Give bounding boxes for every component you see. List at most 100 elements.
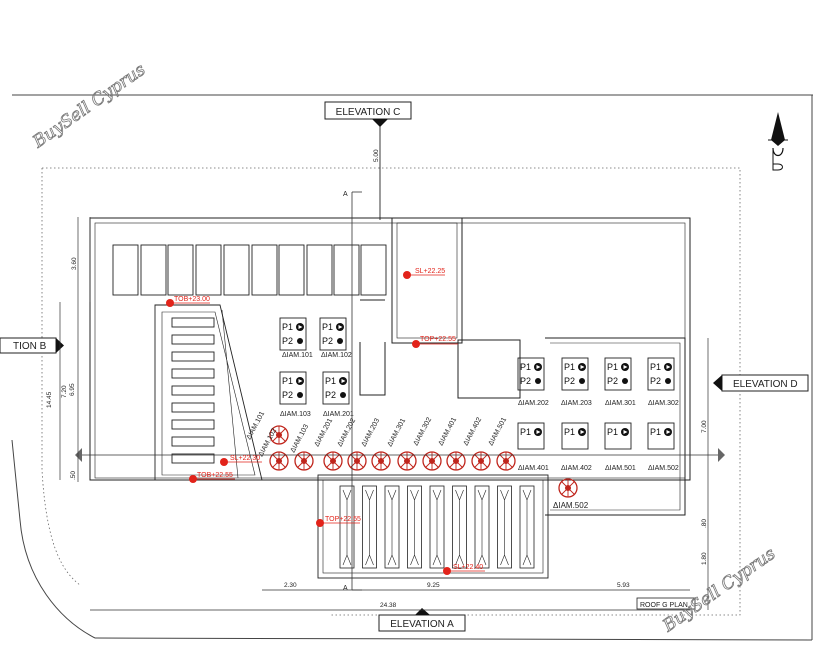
section-line-a xyxy=(80,191,720,591)
meter-label-202: ΔIAM.202 xyxy=(518,400,549,407)
elevation-d-marker: ELEVATION D xyxy=(713,374,809,392)
elevation-c-marker: ELEVATION C xyxy=(324,101,412,220)
dimension-texts: 5.00 3.60 14.45 7.20 6.95 .50 7.00 .80 1… xyxy=(46,149,708,609)
building-outline xyxy=(89,217,691,516)
unit-p1-label: P1 xyxy=(322,322,333,332)
unit-p2-label: P2 xyxy=(322,336,333,346)
unit-p1-label: P1 xyxy=(564,362,575,372)
play-icon xyxy=(297,338,303,344)
dim-bottom-925: 9.25 xyxy=(427,582,440,589)
level-tob-2300: TOB+23.00 xyxy=(174,296,210,303)
unit-p1-label: P1 xyxy=(650,362,661,372)
solar-collector xyxy=(339,485,355,569)
unit-p2-label: P2 xyxy=(282,336,293,346)
unit-p2-label: P2 xyxy=(325,390,336,400)
section-arrow-left xyxy=(75,448,82,462)
level-sl-2220: SL+22.30 xyxy=(230,455,260,462)
elevation-b-marker: TION B xyxy=(0,337,64,354)
unit-p1-label: P1 xyxy=(607,362,618,372)
meter-label-301: ΔIAM.301 xyxy=(605,400,636,407)
level-sl-bottom: SL+22.40 xyxy=(453,564,483,571)
diag-label-103: ΔIAM.103 xyxy=(290,423,311,454)
dim-bottom-593: 5.93 xyxy=(617,582,630,589)
solar-collector xyxy=(452,485,467,569)
diag-label-203: ΔIAM.203 xyxy=(361,417,382,448)
diag-label-301: ΔIAM.301 xyxy=(387,417,408,448)
meter-label-501: ΔIAM.501 xyxy=(605,465,636,472)
play-icon xyxy=(337,338,343,344)
unit-p1-label: P1 xyxy=(520,362,531,372)
dim-left-360: 3.60 xyxy=(71,257,78,270)
elevation-a-marker: ELEVATION A xyxy=(378,608,466,632)
meter-label-103: ΔIAM.103 xyxy=(280,411,311,418)
meter-label-502: ΔIAM.502 xyxy=(553,501,589,510)
meter-symbol-icon xyxy=(496,451,516,471)
unit-p2-label: P2 xyxy=(607,376,618,386)
solar-collector xyxy=(429,485,445,569)
unit-p2-label: P2 xyxy=(650,376,661,386)
solar-collector-block xyxy=(317,474,549,579)
play-icon xyxy=(665,378,671,384)
dim-left-50: .50 xyxy=(70,471,77,480)
meter-label-302: ΔIAM.302 xyxy=(648,400,679,407)
level-markers: TOB+23.00 SL+22.25 TOP+22.55 SL+22.30 TO… xyxy=(166,268,485,575)
diag-label-501: ΔIAM.501 xyxy=(488,416,509,447)
unit-p1-label: P1 xyxy=(564,427,575,437)
meter-label-502-b: ΔIAM.502 xyxy=(648,465,679,472)
dim-left-695: 6.95 xyxy=(69,383,76,396)
level-top-2255-upper: TOP+22.55 xyxy=(420,336,456,343)
north-arrow-icon xyxy=(768,112,788,171)
diag-label-402: ΔIAM.402 xyxy=(463,416,484,447)
meter-symbol-icon xyxy=(422,451,442,471)
unit-p2-label: P2 xyxy=(282,390,293,400)
plot-boundary xyxy=(11,94,813,641)
water-heater-unit: P1 xyxy=(561,422,589,450)
diag-label-401: ΔIAM.401 xyxy=(438,416,459,447)
play-icon xyxy=(579,378,585,384)
unit-p2-label: P2 xyxy=(564,376,575,386)
meter-symbol-icon xyxy=(323,451,343,471)
meter-label-402: ΔIAM.402 xyxy=(561,465,592,472)
diag-label-202: ΔIAM.202 xyxy=(337,417,358,448)
solar-collector xyxy=(384,485,400,569)
unit-p1-label: P1 xyxy=(325,376,336,386)
unit-p2-label: P2 xyxy=(520,376,531,386)
meter-label-203: ΔIAM.203 xyxy=(561,400,592,407)
solar-collector xyxy=(497,485,512,569)
solar-collector xyxy=(474,485,490,569)
water-heater-unit: P1 xyxy=(604,422,632,450)
dim-right-700: 7.00 xyxy=(701,420,708,433)
meter-label-401: ΔIAM.401 xyxy=(518,465,549,472)
dim-top-500: 5.00 xyxy=(373,149,380,162)
elevation-d-label: ELEVATION D xyxy=(733,379,798,390)
plan-label: ROOF G PLAN xyxy=(640,602,688,609)
meter-symbol-icon xyxy=(269,425,289,445)
water-heater-unit: P1 xyxy=(517,422,545,450)
meter-labels: ΔIAM.101 ΔIAM.102 ΔIAM.103 ΔIAM.201 ΔIAM… xyxy=(280,352,679,510)
meter-symbols xyxy=(269,425,578,498)
panel-row-top xyxy=(112,244,387,296)
dimension-lines xyxy=(59,217,709,611)
elevation-b-label: TION B xyxy=(13,341,47,352)
setback-line xyxy=(41,167,741,616)
level-top-2255-lower: TOP+22.55 xyxy=(325,516,361,523)
diag-label-302: ΔIAM.302 xyxy=(413,416,434,447)
dim-left-1445: 14.45 xyxy=(46,391,53,408)
level-tob-2255: TOB+22.55 xyxy=(197,472,233,479)
solar-collector xyxy=(407,485,422,569)
section-arrow-right xyxy=(718,448,725,462)
meter-symbol-icon xyxy=(558,478,578,498)
dim-right-80: .80 xyxy=(701,519,708,528)
unit-p1-label: P1 xyxy=(282,322,293,332)
meter-symbol-icon xyxy=(294,451,314,471)
meter-symbol-icon xyxy=(347,451,367,471)
